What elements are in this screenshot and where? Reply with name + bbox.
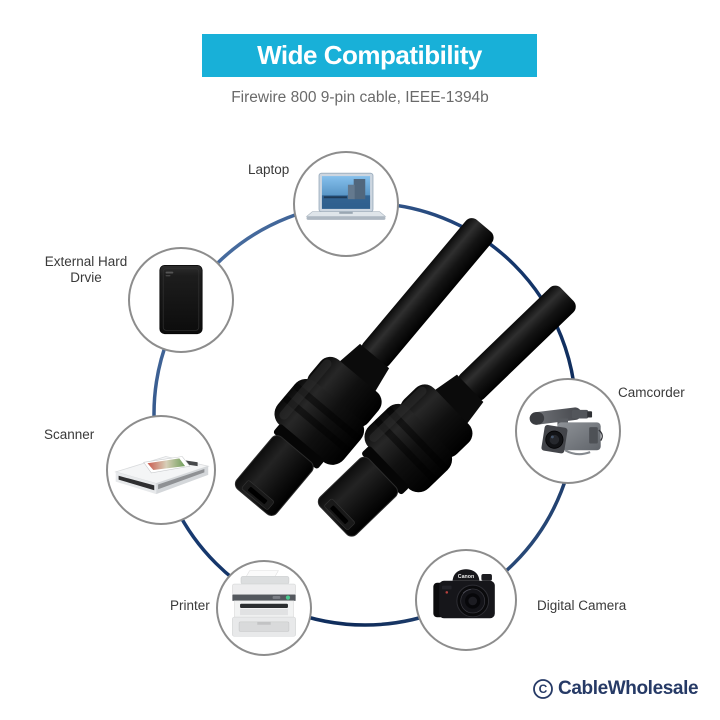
product-subtitle: Firewire 800 9-pin cable, IEEE-1394b [231,89,489,106]
scanner-label: Scanner [44,427,95,442]
printer-icon [232,570,296,637]
brand-name: CableWholesale [558,678,699,699]
brand-logo: C CableWholesale [532,678,699,700]
digital-camera-circle: Canon [415,549,517,651]
camcorder-circle [515,378,621,484]
laptop-label: Laptop [248,162,290,177]
camcorder-icon [529,407,603,456]
digital-camera-icon: Canon [433,569,495,619]
banner-title: Wide Compatibility [257,40,482,70]
scanner-circle [106,415,216,525]
cablewholesale-logo-icon: C [533,679,553,699]
printer-circle [216,560,312,656]
camcorder-label: Camcorder [618,385,685,400]
svg-text:C: C [539,682,548,696]
digital-camera-label: Digital Camera [537,598,627,613]
laptop-circle [293,151,399,257]
printer-label: Printer [170,598,210,613]
external-hard-drive-icon [159,264,203,335]
camera-brand-text: Canon [458,574,474,580]
external-hard-drive-circle [128,247,234,353]
laptop-icon [305,172,387,220]
external-hard-drive-label: External Hard Drvie [44,254,128,286]
title-banner: Wide Compatibility [202,34,537,77]
scanner-icon [114,456,210,495]
